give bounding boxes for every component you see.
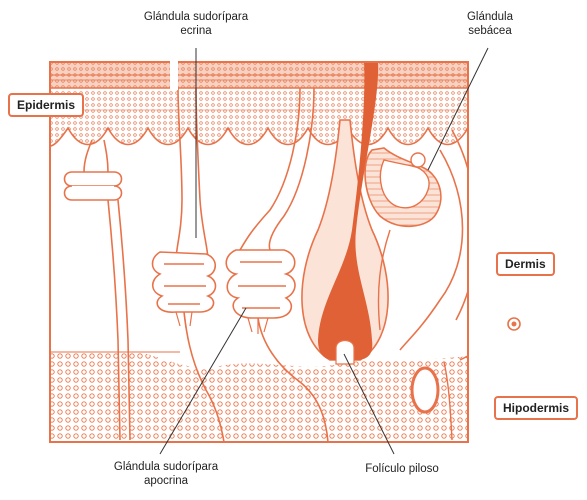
label-eccrine-gland-line1: Glándula sudorípara — [128, 10, 264, 24]
layer-epidermis: Epidermis — [8, 93, 84, 117]
epidermis-layer — [50, 88, 468, 146]
label-sebaceous-gland: Glándula sebácea — [450, 10, 530, 38]
sebaceous-gland — [365, 148, 441, 226]
eccrine-coil — [153, 252, 216, 312]
label-sebaceous-gland-line1: Glándula — [450, 10, 530, 24]
label-eccrine-gland: Glándula sudorípara ecrina — [128, 10, 264, 38]
label-apocrine-gland: Glándula sudorípara apocrina — [98, 460, 234, 488]
label-eccrine-gland-line2: ecrina — [128, 24, 264, 38]
layer-dermis: Dermis — [496, 252, 555, 276]
label-apocrine-gland-line2: apocrina — [98, 474, 234, 488]
label-apocrine-gland-line1: Glándula sudorípara — [98, 460, 234, 474]
layer-hypodermis: Hipodermis — [494, 396, 578, 420]
label-sebaceous-gland-line2: sebácea — [450, 24, 530, 38]
skin-block — [50, 62, 512, 442]
label-hair-follicle: Folículo piloso — [352, 462, 452, 476]
fat-lobule — [412, 368, 438, 412]
hypodermis-layer — [50, 352, 468, 442]
